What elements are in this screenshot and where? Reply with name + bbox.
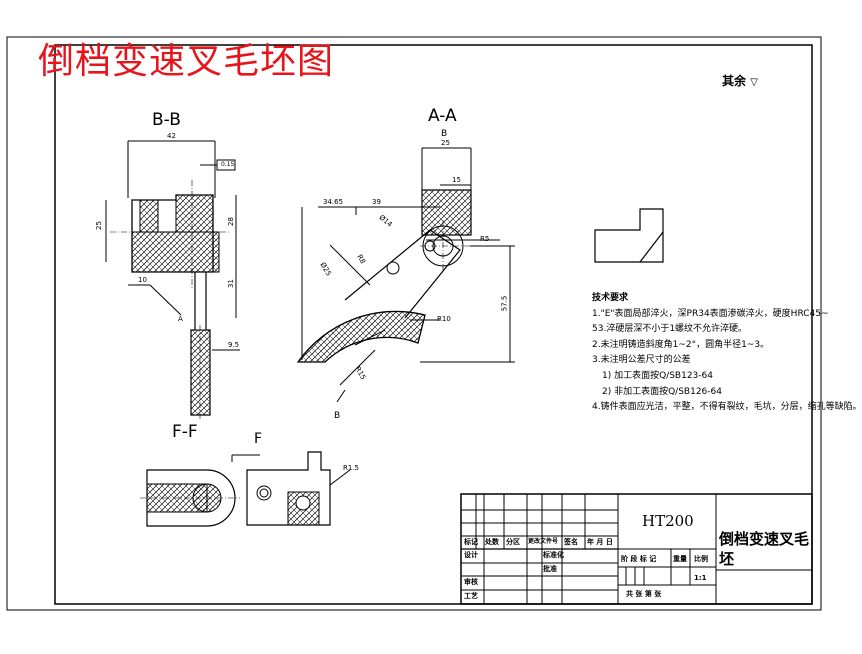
- part-name: 倒档变速叉毛坯: [719, 530, 810, 568]
- dim-aa-15: 15: [452, 176, 461, 184]
- label-review: 审核: [464, 578, 478, 586]
- dim-bb-95: 9.5: [228, 341, 240, 349]
- dim-bb-10: 10: [138, 276, 147, 284]
- drawing-title: 倒档变速叉毛坯图: [38, 41, 335, 82]
- note-3a: 1) 加工表面按Q/SB123-64: [602, 370, 713, 381]
- view-label-f: F: [254, 431, 263, 447]
- note-3: 3.未注明公差尺寸的公差: [592, 355, 691, 366]
- rev-header-date: 年 月 日: [587, 538, 613, 546]
- stage-mark-header: 阶 段 标 记: [621, 555, 657, 563]
- dim-bb-42: 42: [167, 132, 176, 140]
- scale-value: 1:1: [694, 574, 707, 582]
- rev-header-docno: 更改文件号: [528, 538, 559, 545]
- rev-header-sign: 签名: [564, 538, 578, 546]
- roughness-label: 其余: [722, 74, 747, 88]
- scale-header: 比例: [694, 555, 708, 563]
- technical-notes: 技术要求 1."E"表面局部淬火，深PR34表面渗碳淬火，硬度HRC45~ 53…: [592, 291, 862, 416]
- drawing-sheet: [6, 36, 822, 611]
- cut-mark-b-top: B: [441, 129, 448, 139]
- dim-aa-r5: R5: [480, 235, 490, 243]
- section-bb-view: [105, 140, 240, 420]
- rev-header-mark: 标记: [464, 538, 478, 546]
- material: HT200: [642, 512, 694, 530]
- section-label-aa: A-A: [428, 106, 457, 126]
- label-standardize: 标准化: [543, 551, 564, 559]
- dim-ff-r15: R1.5: [343, 464, 359, 472]
- section-label-ff: F-F: [172, 422, 198, 442]
- label-design: 设计: [464, 551, 478, 559]
- dim-bb-25: 25: [94, 221, 103, 230]
- rev-header-count: 处数: [485, 538, 499, 546]
- note-3b: 2) 非加工表面按Q/SB126-64: [602, 386, 722, 397]
- rev-header-zone: 分区: [506, 538, 520, 546]
- section-aa-view: [296, 147, 515, 403]
- section-label-bb: B-B: [152, 110, 181, 130]
- weight-header: 重量: [673, 555, 687, 563]
- notes-heading: 技术要求: [592, 293, 629, 303]
- note-4: 4.铸件表面应光洁，平整，不得有裂纹，毛坑，分层，缩孔等缺陷。: [592, 402, 862, 413]
- dim-aa-3465: 34.65: [323, 198, 344, 206]
- note-1b: 53.淬硬层深不小于1螺纹不允许淬硬。: [592, 324, 748, 335]
- view-f: [231, 451, 351, 526]
- dim-bb-31: 31: [226, 279, 235, 288]
- note-2: 2.未注明铸造斜度角1~2°，圆角半径1~3。: [592, 339, 770, 350]
- outer-frame: [6, 36, 822, 611]
- inner-frame: [54, 44, 813, 605]
- roughness-symbol-icon: ▽: [750, 77, 758, 88]
- dim-aa-39: 39: [372, 198, 381, 206]
- roughness-note: 其余 ▽: [722, 72, 758, 89]
- dim-aa-r10: R10: [437, 315, 451, 323]
- label-process: 工艺: [464, 592, 478, 600]
- section-ff-view: [140, 469, 240, 527]
- note-1: 1."E"表面局部淬火，深PR34表面渗碳淬火，硬度HRC45~: [592, 308, 829, 319]
- dim-bb-28: 28: [226, 217, 235, 226]
- sheet-info: 共 张 第 张: [626, 590, 662, 598]
- surface-symbol: [594, 208, 664, 263]
- cut-mark-a: A: [178, 315, 183, 323]
- dim-aa-575: 57.5: [500, 295, 509, 312]
- dim-bb-tol: 0.15: [221, 161, 235, 168]
- label-approve: 批准: [543, 565, 557, 573]
- dim-aa-25: 25: [441, 139, 450, 147]
- title-block-grid: [460, 493, 813, 605]
- cut-mark-b: B: [334, 411, 341, 421]
